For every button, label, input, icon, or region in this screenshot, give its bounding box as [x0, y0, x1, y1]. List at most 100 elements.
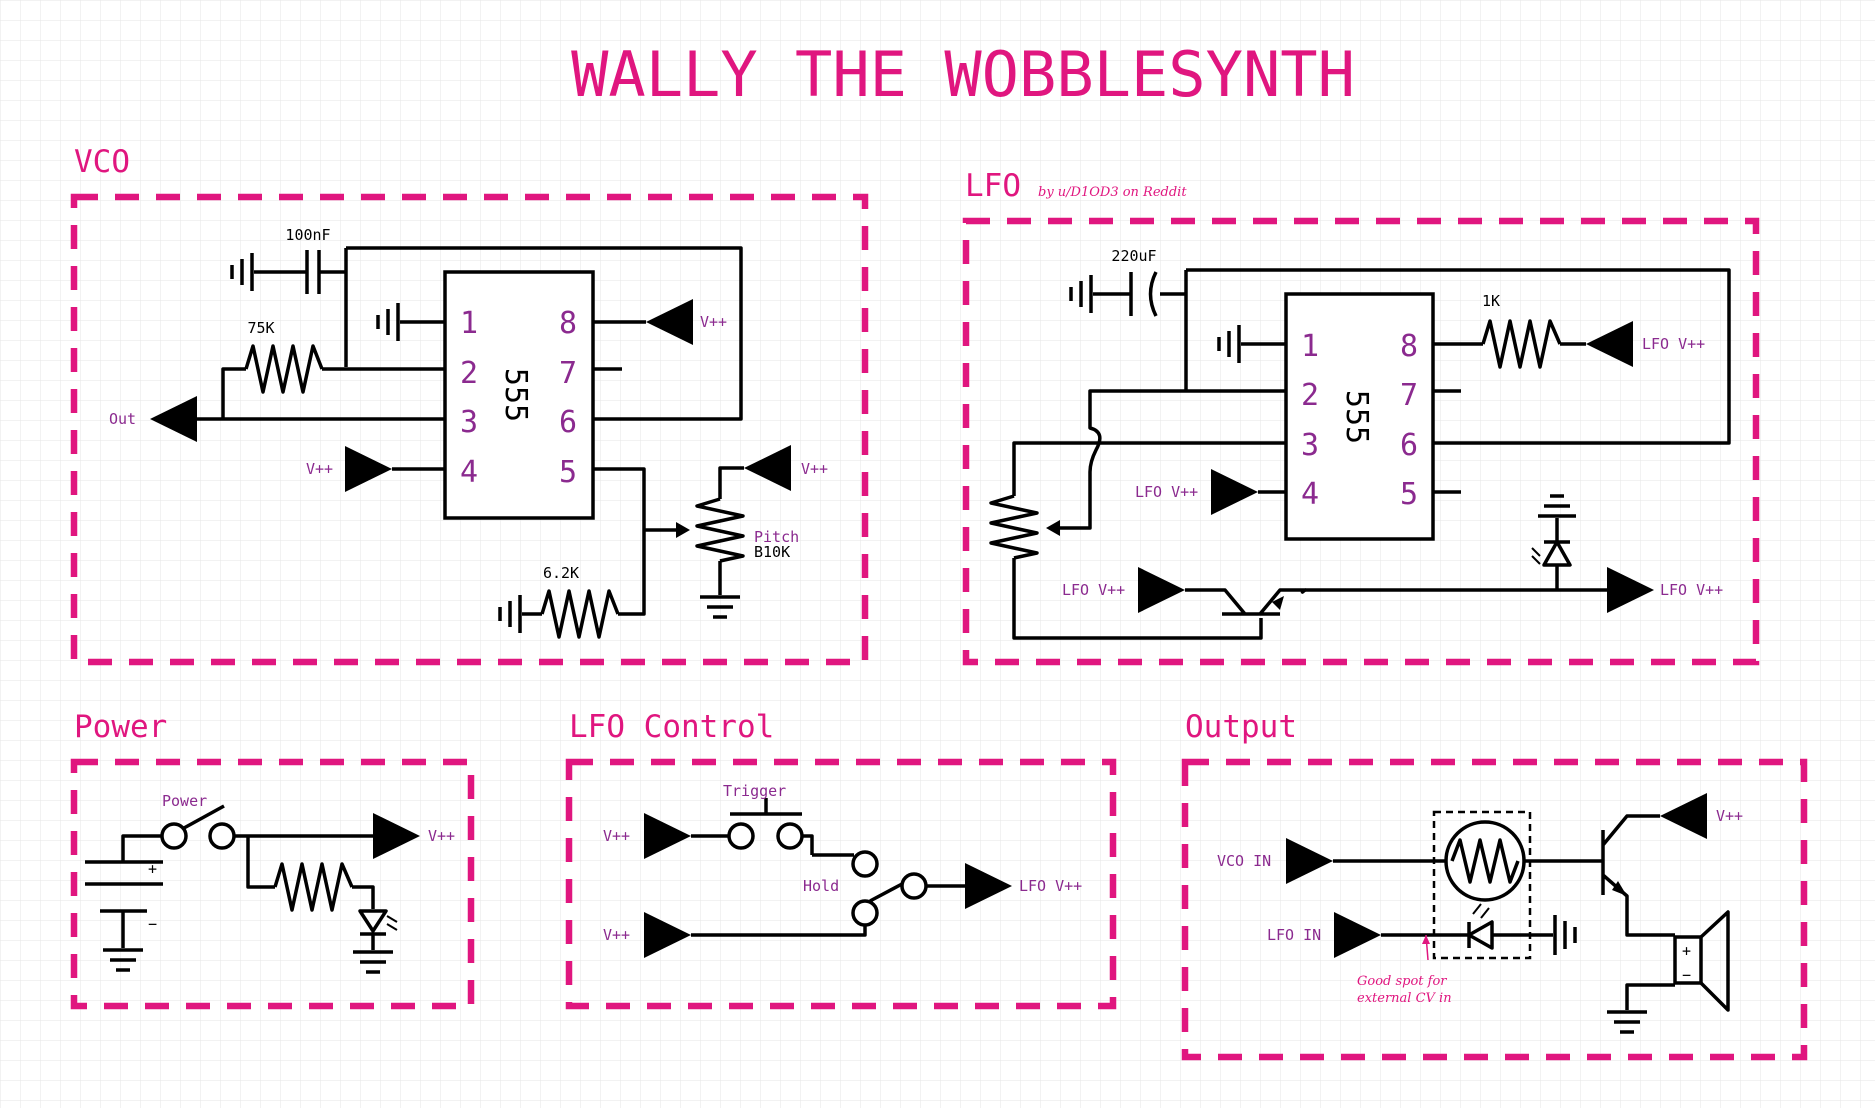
vco-pin4-vcc-label: V++ [306, 460, 333, 478]
vco-pin5-wire [593, 467, 676, 616]
battery-plus: + [148, 860, 157, 878]
output-transistor-emitter-arrow-icon [1612, 881, 1627, 896]
vco-cap-label: 100nF [285, 226, 330, 244]
lfo-pin-7: 7 [1400, 378, 1418, 413]
lfo-pin2-wire [1060, 389, 1286, 530]
vco-pin-1: 1 [460, 306, 478, 341]
lfo-pin8-vcc-label: LFO V++ [1642, 335, 1705, 353]
lfoctl-bottom-wire [691, 924, 867, 937]
lfo-control-title: LFO Control [569, 709, 774, 745]
vco-cap-ground-icon [230, 253, 254, 291]
vactrol-led-icon [1467, 903, 1494, 950]
vco-75k-wires [221, 367, 445, 419]
lfo-pin4-vcc-label: LFO V++ [1135, 483, 1198, 501]
battery-icon [85, 860, 163, 913]
ldr-resistor-icon [1450, 838, 1520, 884]
vactrol-housing [1432, 810, 1532, 960]
power-switch-lever-icon [183, 804, 225, 830]
lfo-cap-ground-icon [1069, 275, 1093, 313]
speaker-ground-icon [1607, 1010, 1647, 1034]
speaker-minus: − [1682, 966, 1691, 984]
vco-section: VCO 555 1 2 3 4 8 7 6 5 100nF 75K Out [70, 144, 869, 666]
lfoctl-out-label: LFO V++ [1019, 877, 1082, 895]
hold-contact-bottom [851, 899, 879, 927]
vco-wiper-arrow-icon [676, 522, 690, 538]
lfoctl-in-bottom-label: V++ [603, 926, 630, 944]
trigger-label: Trigger [723, 782, 786, 800]
lfoctl-in-bottom-arrow-icon [644, 912, 691, 958]
power-out-arrow-icon [373, 813, 420, 859]
lfo-pin1-ground-icon [1217, 325, 1241, 363]
output-vco-in-label: VCO IN [1217, 852, 1271, 870]
lfo-cap-wires [1093, 268, 1731, 445]
cv-note-line-2: external CV in [1357, 991, 1452, 1006]
lfo-pin-5: 5 [1400, 477, 1418, 512]
vco-resistor-6k2-icon [540, 589, 620, 639]
output-lfo-in-arrow-icon [1334, 912, 1381, 958]
vco-pin-6: 6 [559, 405, 577, 440]
lfoctl-in-top-arrow-icon [644, 813, 691, 859]
vco-r6k2-label: 6.2K [543, 564, 579, 582]
lfo-r1k-label: 1K [1482, 292, 1500, 310]
power-switch-contact-a [160, 822, 188, 850]
vco-out-label: Out [109, 410, 136, 428]
vco-pot-label-pitch: Pitch [754, 528, 799, 546]
vco-capacitor-icon [305, 250, 321, 294]
vco-pin8-vcc-label: V++ [700, 313, 727, 331]
power-out-label: V++ [428, 827, 455, 845]
vco-frame [70, 193, 869, 666]
vco-pin-4: 4 [460, 455, 478, 490]
lfo-wiper-arrow-icon [1046, 520, 1060, 536]
vco-pin-7: 7 [559, 356, 577, 391]
power-switch-label: Power [162, 792, 207, 810]
power-title: Power [74, 709, 167, 745]
lfo-pin-8: 8 [1400, 329, 1418, 364]
lfo-pot-icon [989, 494, 1039, 560]
trigger-contact-a [727, 822, 755, 850]
credit-note: by u/D1OD3 on Reddit [1038, 185, 1187, 200]
vco-pot-vcc-label: V++ [801, 460, 828, 478]
vco-6k2-ground-icon [498, 595, 522, 633]
hold-label: Hold [803, 877, 839, 895]
lfo-pin-2: 2 [1301, 378, 1319, 413]
power-battery-ground-icon [103, 948, 143, 972]
output-led-ground-icon [1553, 915, 1577, 955]
output-vcc-arrow-icon [1660, 793, 1707, 839]
lfo-led-ground-icon [1538, 494, 1576, 518]
hold-switch-lever-icon [869, 882, 903, 903]
power-led-icon [358, 909, 398, 936]
lfo-capacitor-icon [1129, 271, 1158, 317]
lfo-transistor-vcc-arrow-icon [1138, 567, 1185, 613]
speaker-cone-icon [1699, 910, 1730, 1012]
lfo-control-frame [565, 758, 1117, 1010]
vco-pin8-vcc-arrow-icon [646, 299, 693, 345]
lfo-pin-6: 6 [1400, 428, 1418, 463]
output-lfo-in-label: LFO IN [1267, 926, 1321, 944]
vco-pin4-vcc-arrow-icon [345, 446, 392, 492]
lfo-transistor-emitter-arrow-icon [1272, 596, 1284, 610]
vco-pitch-pot-icon [695, 497, 745, 563]
power-switch-contact-b [208, 822, 236, 850]
lfoctl-top-wire [691, 834, 814, 855]
trigger-button-icon [730, 798, 802, 816]
power-resistor-icon [273, 862, 354, 912]
lfo-transistor-vcc-label: LFO V++ [1062, 581, 1125, 599]
output-title: Output [1185, 709, 1297, 745]
hold-contact-top [851, 850, 879, 878]
lfo-pin-1: 1 [1301, 329, 1319, 364]
speaker-plus: + [1682, 942, 1691, 960]
cv-note-line-1: Good spot for [1357, 974, 1447, 989]
vco-cap-wires [254, 246, 743, 421]
lfo-555-chip [1284, 292, 1435, 541]
vco-r75k-label: 75K [247, 319, 274, 337]
power-out-wire [234, 834, 375, 909]
output-vcc-label: V++ [1716, 807, 1743, 825]
vco-pot-vcc-arrow-icon [744, 445, 791, 491]
vco-pot-wires [718, 466, 744, 595]
trigger-contact-b [776, 822, 804, 850]
hold-contact-common [900, 872, 928, 900]
lfo-section: LFO 555 1 2 3 4 8 7 6 5 220uF 1K [962, 168, 1760, 666]
power-battery-wires [121, 834, 162, 948]
lfo-pin8-vcc-arrow-icon [1586, 321, 1633, 367]
lfo-pin3-wire [1012, 441, 1286, 640]
